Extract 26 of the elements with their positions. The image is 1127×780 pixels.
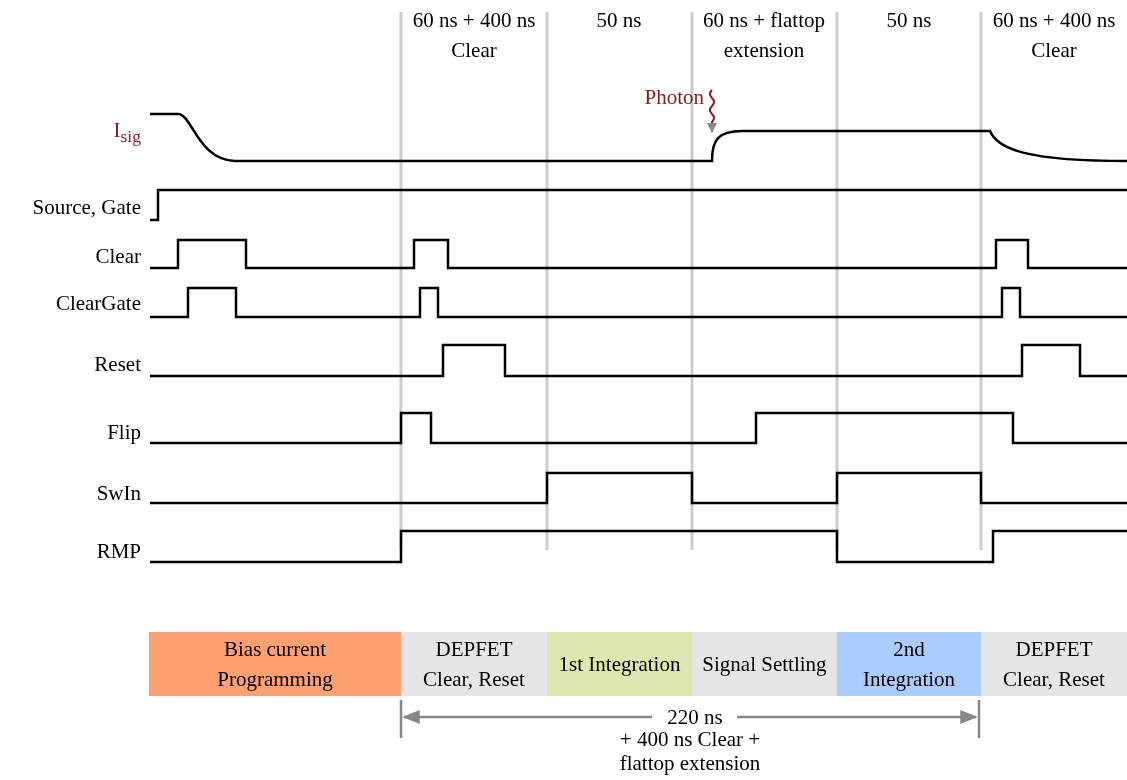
signal-name: Clear (94, 243, 141, 270)
signal-name: RMP (95, 538, 141, 565)
clear-phase (981, 632, 1127, 696)
signal-name: Reset (93, 351, 141, 378)
photon-label: Photon (643, 84, 704, 111)
phase-label: DEPFET Clear, Reset (1002, 636, 1106, 693)
integration-phase (547, 632, 692, 696)
signal-name: ClearGate (54, 290, 141, 317)
duration-label: 60 ns + flattop extension (701, 7, 827, 64)
phase-label: Bias current Programming (216, 636, 334, 693)
duration-label: 50 ns (595, 7, 643, 34)
phase-label: Signal Settling (701, 651, 828, 678)
duration-label: 60 ns + 400 ns Clear (991, 7, 1117, 64)
settling-phase (692, 632, 837, 696)
phase-label: 2nd Integration (861, 636, 957, 693)
signal-name: Flip (106, 419, 141, 446)
clear-phase (401, 632, 547, 696)
duration-label: 60 ns + 400 ns Clear (411, 7, 537, 64)
programming-phase (149, 632, 401, 696)
phase-label: DEPFET Clear, Reset (422, 636, 526, 693)
duration-label: 50 ns (885, 7, 933, 34)
signal-name: SwIn (95, 480, 141, 507)
phase-label: 1st Integration (557, 651, 682, 678)
signal-name: I$_{sig}$ (112, 117, 141, 149)
integration-phase (837, 632, 981, 696)
signal-name: Source, Gate (31, 194, 141, 221)
